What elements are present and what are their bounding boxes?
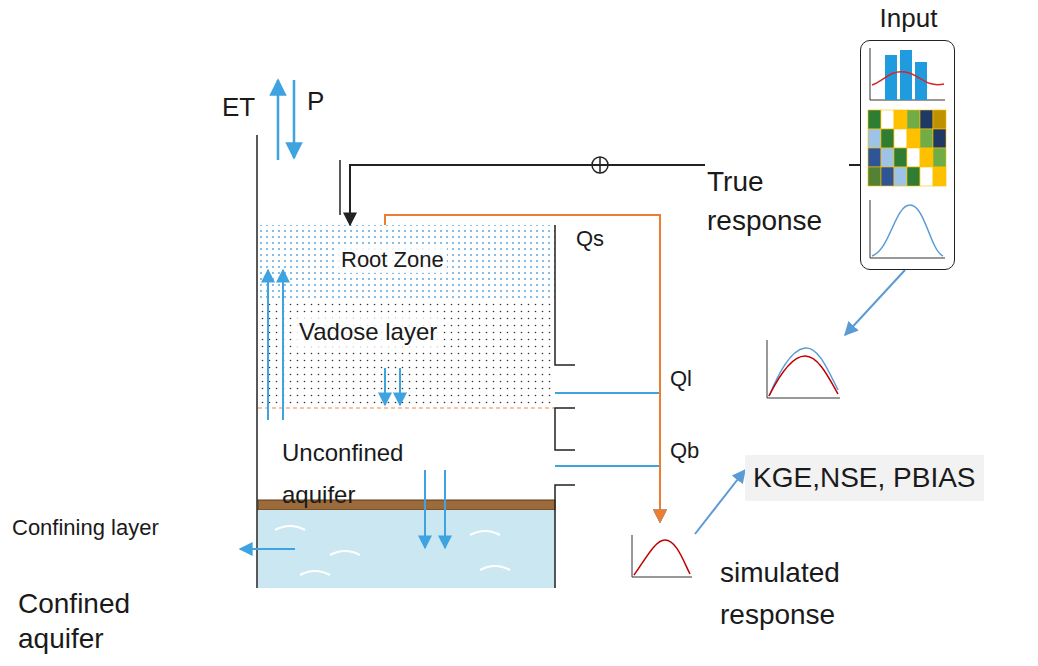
- axis: [767, 340, 840, 398]
- grid-cell: [881, 148, 894, 167]
- grid-cell: [881, 110, 894, 129]
- outflow-arrow: [240, 548, 295, 550]
- node-text: simulated response: [720, 552, 885, 636]
- p-arrow: [293, 80, 296, 158]
- recharge-arrow: [424, 470, 426, 548]
- grid-cell: [894, 167, 907, 186]
- simulated-curve: [634, 540, 690, 575]
- node-text: Unconfined aquifer: [282, 432, 432, 516]
- landuse-grid: [868, 110, 946, 186]
- grid-cell: [907, 148, 920, 167]
- vadose-layer-band: Vadose layer: [258, 300, 555, 408]
- flow-arrow: [695, 470, 745, 534]
- edge-label: True response: [705, 162, 849, 240]
- grid-cell: [933, 167, 946, 186]
- grid-cell: [894, 110, 907, 129]
- recharge-arrow: [444, 470, 446, 548]
- bar: [885, 55, 897, 100]
- axis: [632, 535, 692, 577]
- confined-aquifer-band: Confined aquifer: [258, 510, 555, 588]
- grid-cell: [881, 129, 894, 148]
- grid-cell: [920, 110, 933, 129]
- model-wall: [256, 135, 258, 588]
- vadose-fill: [258, 300, 555, 408]
- root-zone-band: Root Zone: [258, 225, 555, 300]
- node-text: Root Zone: [338, 247, 447, 273]
- grid-cell: [894, 148, 907, 167]
- node-text: KGE,NSE, PBIAS: [745, 455, 984, 501]
- axis: [870, 48, 945, 100]
- simulated-plot-box: simulated response: [625, 522, 695, 580]
- upflow-arrow: [282, 270, 284, 420]
- bar: [900, 50, 912, 100]
- input-box: Input: [860, 40, 955, 270]
- confined-aquifer-band: [258, 510, 555, 588]
- water-ripples: [275, 526, 510, 575]
- grid-cell: [920, 148, 933, 167]
- grid-cell: [868, 110, 881, 129]
- grid-cell: [894, 129, 907, 148]
- grid-cell: [920, 129, 933, 148]
- node-text: Confined aquifer: [18, 586, 168, 656]
- upflow-arrow: [267, 270, 269, 420]
- layer-label: Confining layer: [12, 515, 159, 541]
- grid-cell: [868, 148, 881, 167]
- metrics-box: KGE,NSE, PBIAS: [745, 335, 992, 507]
- outlet-walls: [555, 225, 575, 588]
- grid-cell: [907, 167, 920, 186]
- edge-label: Ql: [668, 366, 694, 392]
- input-icons: [868, 48, 946, 258]
- edge-label: Qs: [574, 226, 606, 252]
- percolation-arrow: [399, 368, 401, 405]
- node-text: Input: [851, 3, 966, 34]
- true-curve: [769, 348, 838, 396]
- root-zone-fill: [258, 225, 555, 300]
- flux-label: ET: [222, 92, 255, 123]
- water-table: [258, 407, 555, 409]
- curve: [872, 72, 944, 85]
- axis: [870, 200, 945, 258]
- grid-cell: [868, 167, 881, 186]
- percolation-arrow: [384, 368, 386, 405]
- flow-arrow: [555, 393, 660, 522]
- simulated-plot: [632, 535, 692, 577]
- et-arrow: [277, 80, 280, 160]
- grid-cell: [907, 129, 920, 148]
- hydrograph-curve: [872, 205, 943, 256]
- flow-arrow: [555, 466, 660, 522]
- grid-cell: [933, 110, 946, 129]
- grid-cell: [907, 110, 920, 129]
- unconfined-aquifer-band: Unconfined aquifer: [258, 408, 555, 500]
- grid-cell: [881, 167, 894, 186]
- grid-cell: [933, 129, 946, 148]
- edge-label: Qb: [668, 438, 701, 464]
- grid-cell: [933, 148, 946, 167]
- flow-arrow: [845, 270, 905, 335]
- comparison-plot: [767, 340, 840, 398]
- model-wall: [339, 160, 341, 215]
- grid-cell: [920, 167, 933, 186]
- grid-cell: [868, 129, 881, 148]
- simulated-curve: [769, 356, 838, 396]
- flux-label: P: [307, 86, 324, 117]
- node-text: Vadose layer: [296, 318, 440, 347]
